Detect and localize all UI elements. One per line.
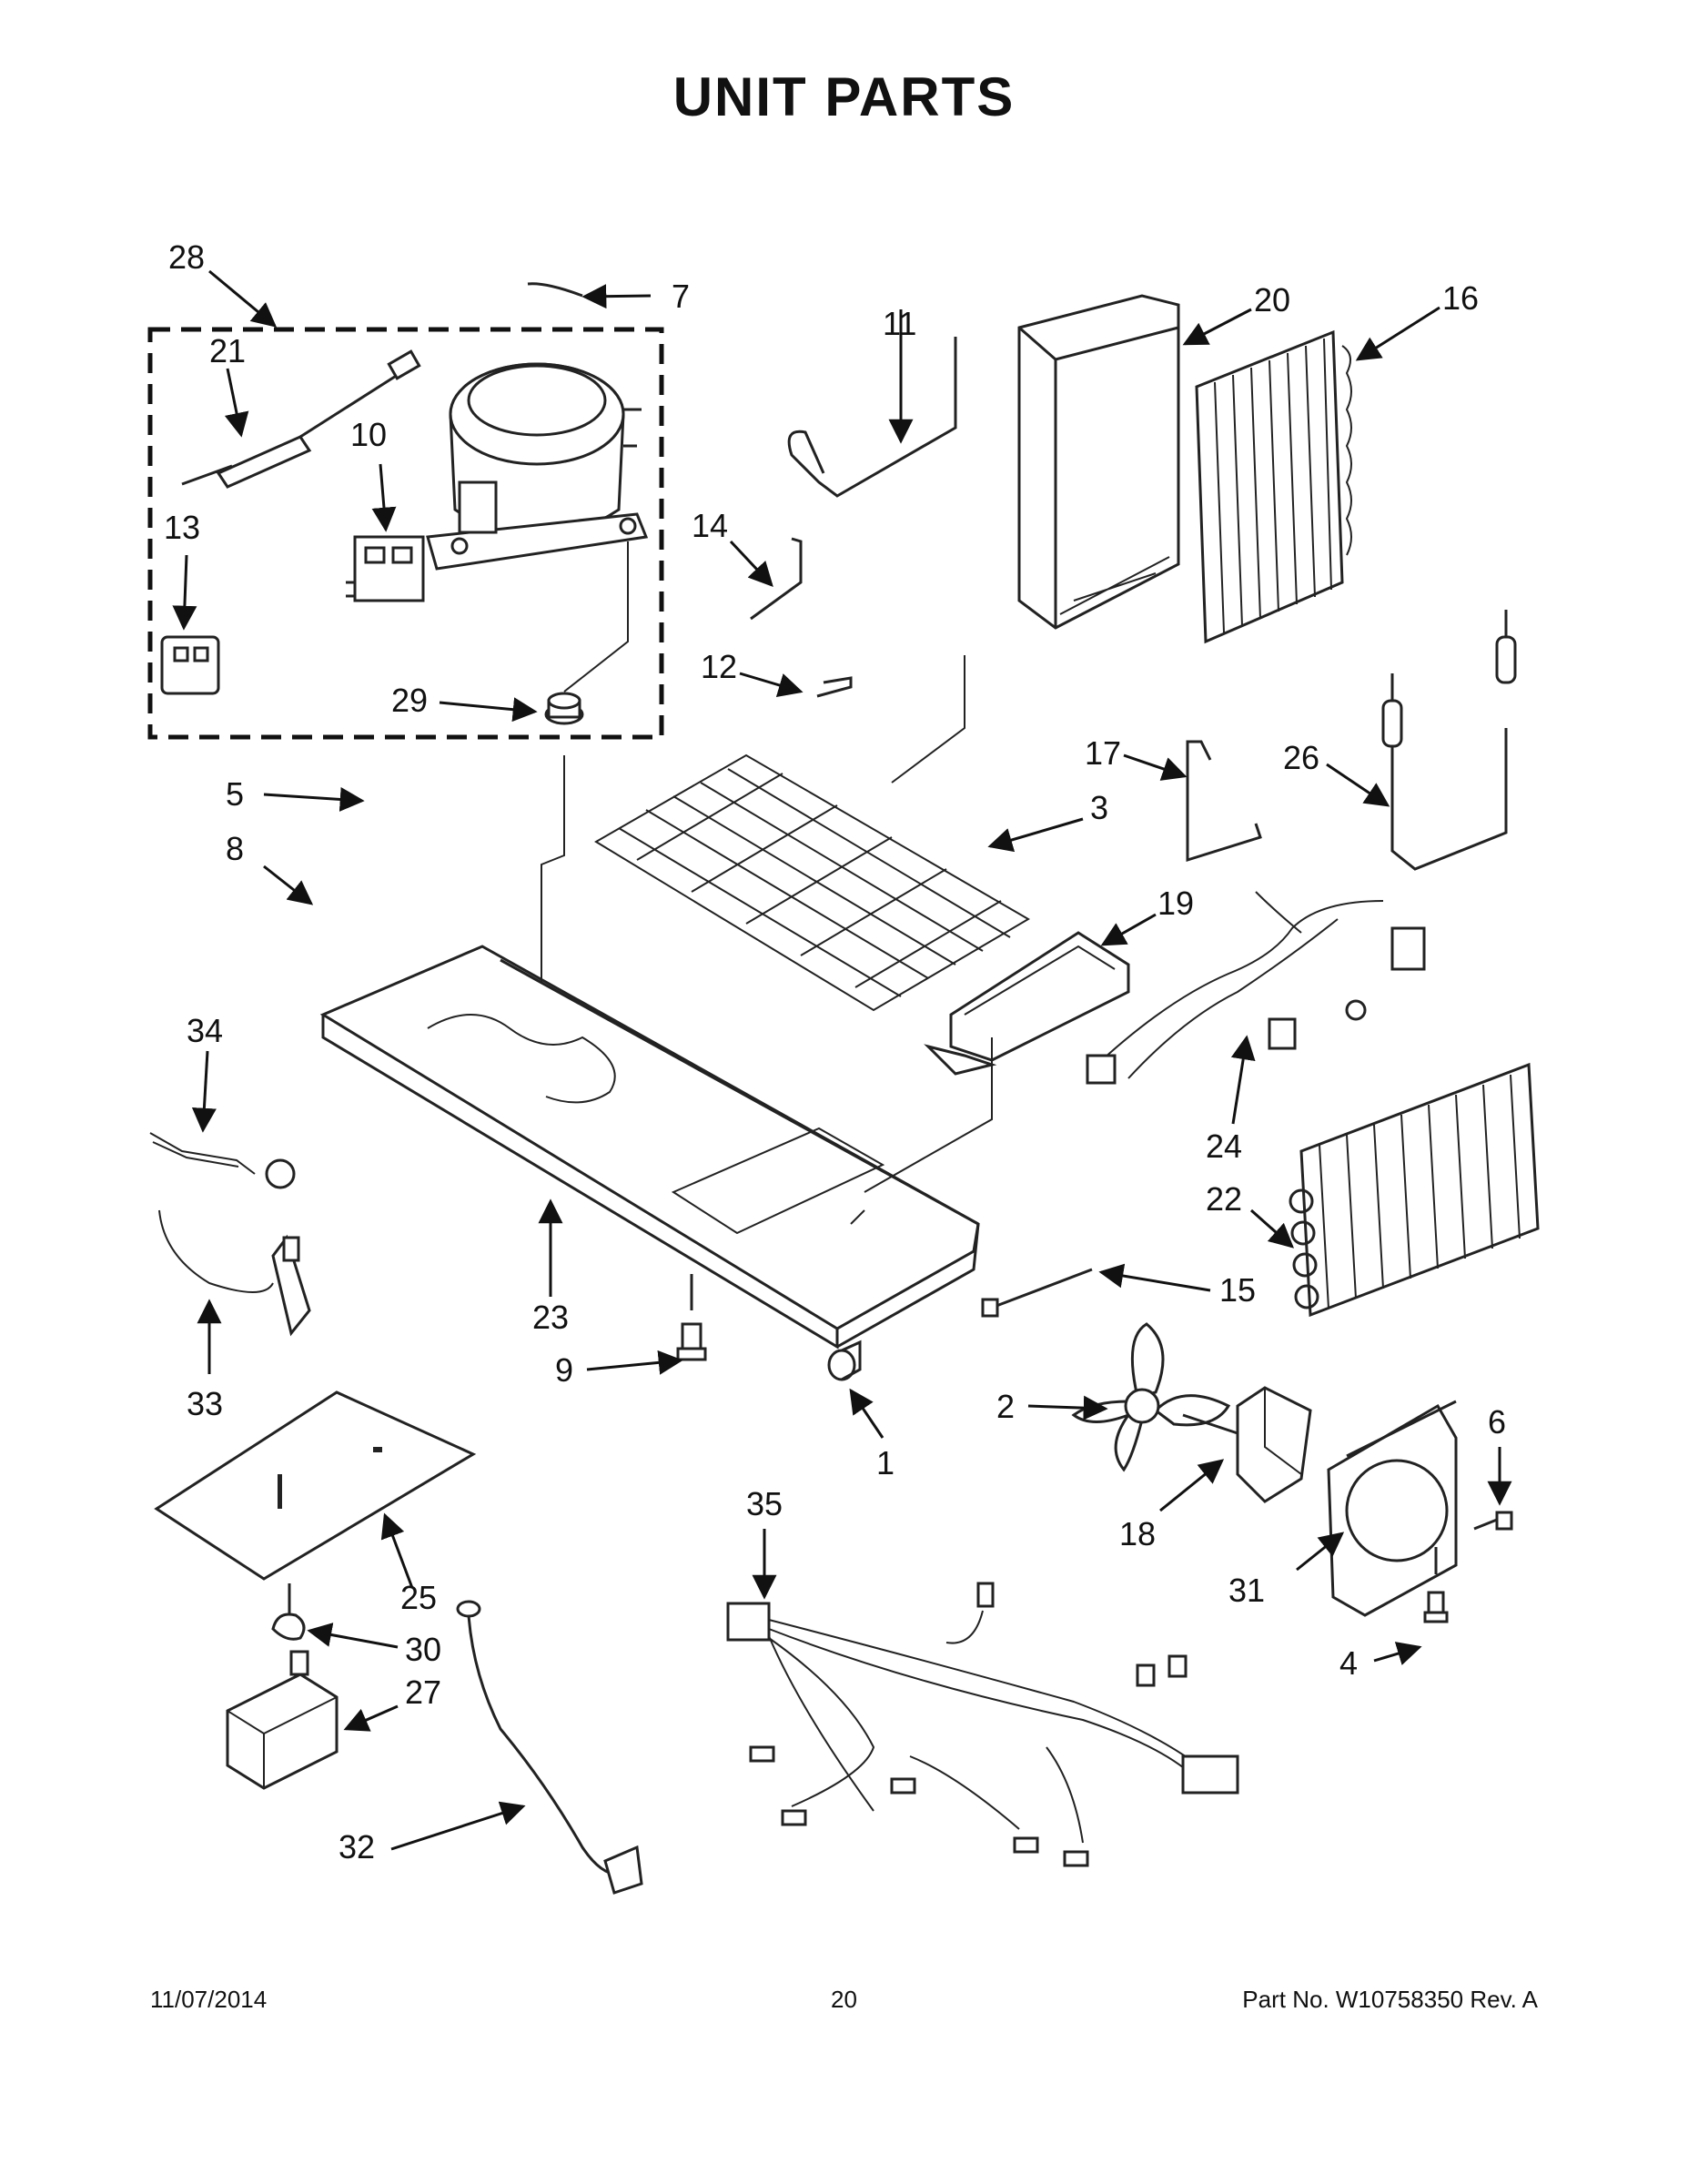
callout-22: 22: [1206, 1180, 1242, 1218]
callout-11: 11: [883, 305, 916, 342]
thermistor-drawing: [149, 1132, 296, 1189]
evaporator-coil-drawing: [1195, 329, 1352, 644]
callout-6: 6: [1488, 1403, 1506, 1441]
u-tube-drawing: [1381, 610, 1517, 871]
screw-4-drawing: [1423, 1547, 1449, 1623]
callout-1: 1: [876, 1444, 895, 1481]
page-title: UNIT PARTS: [672, 66, 1016, 127]
base-plate-drawing: [319, 945, 980, 1350]
fan-blade-drawing: [1071, 1322, 1231, 1472]
screw-9-drawing: [676, 1274, 707, 1361]
cable-tie-drawing: [981, 1268, 1093, 1318]
condenser-drawing: [1289, 1062, 1540, 1318]
callout-20: 20: [1254, 281, 1290, 318]
callout-12: 12: [701, 648, 737, 685]
short-tube-drawing: [750, 537, 803, 621]
callout-26: 26: [1283, 739, 1319, 776]
callout-14: 14: [692, 507, 728, 544]
callout-24: 24: [1206, 1127, 1242, 1165]
footer-part-number: Part No. W10758350 Rev. A: [1242, 1986, 1538, 2013]
callout-10: 10: [350, 416, 387, 453]
drain-pan-drawing: [924, 931, 1130, 1076]
callout-3: 3: [1090, 789, 1108, 826]
callout-33: 33: [187, 1385, 223, 1422]
drier-drawing: [181, 349, 421, 489]
overload-drawing: [160, 635, 220, 695]
condenser-coil-drawing: [594, 655, 1030, 1012]
callout-5: 5: [226, 775, 244, 813]
relay-drawing: [346, 535, 425, 602]
control-module-drawing: [226, 1650, 339, 1790]
footer-page-number: 20: [831, 1986, 857, 2013]
wire-harness-35-drawing: [726, 1582, 1239, 1867]
callout-8: 8: [226, 830, 244, 867]
callout-2: 2: [996, 1388, 1015, 1425]
callout-19: 19: [1157, 885, 1194, 922]
callout-15: 15: [1219, 1271, 1256, 1309]
water-tube-drawing: [456, 1600, 643, 1895]
callout-23: 23: [532, 1299, 569, 1336]
leader-arrows: [172, 269, 1512, 1851]
callout-30: 30: [405, 1631, 441, 1668]
callout-34: 34: [187, 1012, 223, 1049]
clip-drawing: [816, 676, 853, 698]
bushing-drawing: [827, 1340, 862, 1381]
callout-29: 29: [391, 682, 428, 719]
callout-4: 4: [1339, 1644, 1358, 1682]
callout-18: 18: [1119, 1515, 1156, 1552]
tube-drawing: [787, 337, 957, 498]
callout-28: 28: [168, 238, 205, 276]
defrost-sensor-drawing: [158, 1209, 311, 1337]
strap-drawing: [527, 282, 583, 298]
j-tube-drawing: [1186, 740, 1262, 863]
evaporator-cover-drawing: [1017, 294, 1180, 630]
compressor-drawing: [426, 362, 649, 571]
compressor-group-box: [147, 327, 664, 740]
wire-harness-drawing: [1086, 891, 1426, 1085]
callout-35: 35: [746, 1485, 783, 1522]
footer-date: 11/07/2014: [150, 1986, 268, 2013]
retainer-clip-drawing: [271, 1613, 306, 1641]
callout-7: 7: [672, 278, 690, 315]
callout-32: 32: [339, 1828, 375, 1866]
screw-6-drawing: [1473, 1511, 1513, 1531]
callout-17: 17: [1085, 734, 1121, 772]
callout-31: 31: [1228, 1572, 1265, 1609]
callout-27: 27: [405, 1673, 441, 1711]
callout-labels: 28 7 21 10 13 29 11 20 16 14 12 17 26 3 …: [164, 238, 1506, 1866]
callout-16: 16: [1442, 279, 1479, 317]
callout-13: 13: [164, 509, 200, 546]
callout-25: 25: [400, 1579, 437, 1616]
fan-motor-drawing: [1182, 1386, 1312, 1503]
callout-21: 21: [209, 332, 246, 369]
fan-bracket-drawing: [1327, 1400, 1458, 1617]
callout-9: 9: [555, 1351, 573, 1389]
grommet-drawing: [544, 692, 584, 725]
